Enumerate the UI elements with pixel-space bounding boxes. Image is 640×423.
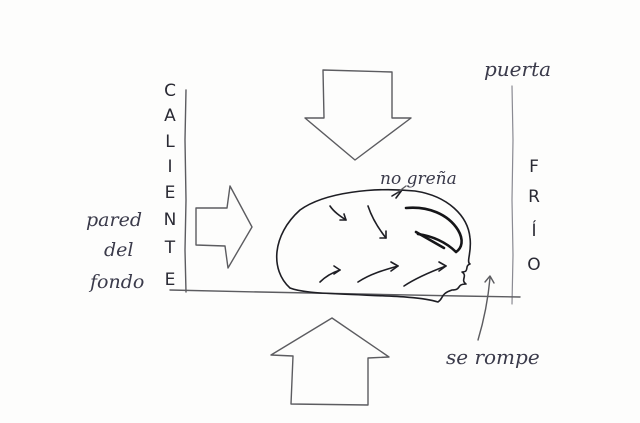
swirl-arrow-5-head	[438, 261, 447, 272]
crust-inner-stroke	[414, 230, 446, 250]
swirl-arrow-5	[403, 265, 447, 287]
no-grena-pointer	[397, 185, 407, 193]
caliente-letter: T	[164, 238, 176, 258]
left-heat-arrow	[195, 185, 253, 269]
swirl-arrow-3-head	[333, 265, 341, 275]
frio-letter: F	[529, 157, 539, 177]
caliente-letter: C	[164, 81, 176, 101]
top-heat-arrow	[304, 69, 412, 161]
loaf-outline	[276, 188, 472, 303]
puerta-label: puerta	[484, 57, 551, 81]
se-rompe-label: se rompe	[446, 345, 540, 369]
se-rompe-pointer-head	[484, 275, 495, 284]
pared-label-line3: fondo	[88, 271, 144, 293]
door-line	[511, 85, 514, 305]
floor-line	[169, 289, 521, 298]
caliente-letter: E	[165, 183, 176, 203]
swirl-arrow-1-head	[339, 213, 347, 221]
swirl-arrow-2-head	[379, 230, 387, 239]
caliente-letter: A	[164, 106, 176, 126]
crust-dark-stroke	[404, 206, 463, 254]
caliente-letter: E	[165, 270, 176, 290]
swirl-arrow-4	[357, 265, 399, 283]
swirl-arrow-2	[367, 205, 387, 239]
caliente-letter: L	[165, 132, 175, 152]
caliente-letter: N	[164, 210, 177, 230]
caliente-label: C A L I E N T E	[164, 81, 177, 290]
frio-label: F R Í O	[527, 157, 540, 275]
swirl-arrow-1	[329, 205, 347, 221]
swirl-arrow-4-head	[390, 261, 399, 272]
se-rompe-pointer	[477, 277, 491, 341]
frio-letter: R	[528, 187, 540, 207]
pared-label-line2: del	[104, 239, 133, 261]
caliente-letter: I	[167, 157, 172, 177]
pared-label-line1: pared	[86, 209, 142, 231]
no-grena-label: no greña	[380, 169, 457, 189]
back-wall-line	[184, 89, 187, 293]
frio-letter: O	[527, 255, 540, 275]
bottom-heat-arrow	[270, 317, 390, 406]
frio-letter: Í	[531, 219, 536, 241]
crust-ear	[391, 189, 403, 199]
